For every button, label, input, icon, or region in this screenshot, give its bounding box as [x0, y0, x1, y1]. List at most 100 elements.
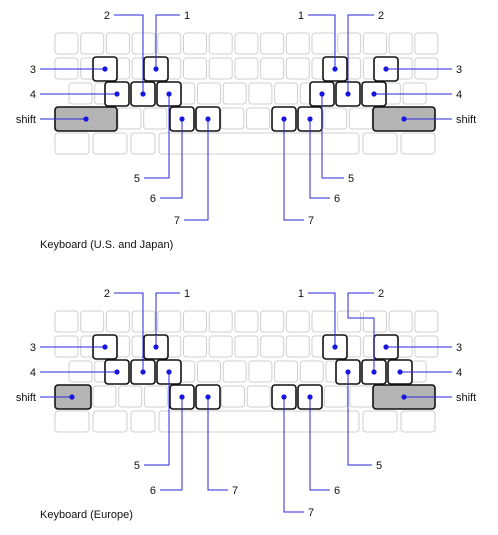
key-r3-5 [221, 385, 245, 408]
label-right-4: 4 [456, 367, 462, 379]
callout-dot-left-3 [102, 344, 108, 350]
label-top-left-1: 1 [184, 10, 190, 22]
key-r0-5 [183, 32, 207, 55]
callout-dot-top-left-1 [153, 66, 159, 72]
key-r0-3 [131, 32, 156, 55]
callout-dot-top-right-2 [371, 369, 377, 375]
key-r4-4 [362, 132, 398, 155]
callout-line-top-right-1 [308, 292, 336, 347]
key-r4-5 [400, 132, 436, 155]
label-right-3: 3 [456, 342, 462, 354]
label-top-right-2: 2 [378, 10, 384, 22]
key-r0-13 [388, 310, 413, 333]
key-r4-1 [92, 410, 128, 433]
key-r4-1 [92, 132, 128, 155]
label-top-right-2: 2 [378, 288, 384, 300]
callout-line-bottom-right-7 [283, 119, 304, 221]
key-r2-7 [248, 82, 273, 105]
callout-line-top-right-2 [347, 292, 375, 372]
key-r1-9 [285, 57, 310, 80]
callout-dot-right-4 [397, 369, 403, 375]
label-left-3: 3 [30, 64, 36, 76]
key-r0-2 [105, 32, 130, 55]
callout-dot-left-3 [102, 66, 108, 72]
label-left-shift: shift [16, 392, 36, 404]
key-r0-10 [311, 310, 336, 333]
key-r2-7 [248, 360, 273, 383]
label-bottom-right-7: 7 [308, 215, 314, 227]
callout-line-bottom-left-5 [144, 94, 170, 179]
key-r2-5 [197, 82, 221, 105]
key-r0-11 [337, 32, 362, 55]
key-r0-1 [80, 310, 105, 333]
key-r0-6 [208, 32, 233, 55]
callout-dot-right-3 [383, 66, 389, 72]
key-r0-8 [260, 32, 285, 55]
key-r4-2 [130, 410, 156, 433]
label-bottom-left-5: 5 [134, 460, 140, 472]
label-bottom-right-6: 6 [334, 485, 340, 497]
key-r2-6 [222, 82, 247, 105]
key-r1-9 [285, 335, 310, 358]
callout-line-bottom-right-5 [347, 372, 372, 466]
key-r0-14 [414, 310, 439, 333]
label-left-3: 3 [30, 342, 36, 354]
callout-dot-top-right-1 [332, 66, 338, 72]
callout-line-bottom-left-6 [160, 119, 183, 199]
callout-line-bottom-left-7 [207, 397, 228, 491]
callout-dot-right-3 [383, 344, 389, 350]
key-r2-5 [197, 360, 221, 383]
key-r0-9 [285, 32, 310, 55]
key-r1-6 [208, 335, 233, 358]
label-top-right-1: 1 [298, 10, 304, 22]
key-r4-3 [158, 132, 360, 155]
callout-dot-top-right-1 [332, 344, 338, 350]
key-r3-0 [117, 107, 142, 130]
key-r0-4 [157, 310, 182, 333]
callout-dot-bottom-right-6 [307, 394, 313, 400]
callout-dot-bottom-right-7 [281, 116, 287, 122]
label-bottom-right-5: 5 [348, 173, 354, 185]
label-bottom-right-6: 6 [334, 193, 340, 205]
label-top-right-1: 1 [298, 288, 304, 300]
label-bottom-left-7: 7 [232, 485, 238, 497]
key-r2-8 [274, 82, 299, 105]
label-right-4: 4 [456, 89, 462, 101]
key-r3-1 [118, 385, 143, 408]
key-r3-6 [246, 385, 271, 408]
callout-dot-top-left-1 [153, 344, 159, 350]
callout-line-bottom-left-7 [184, 119, 209, 221]
callout-line-top-left-2 [114, 14, 144, 94]
key-r2-9 [299, 360, 324, 383]
callout-dot-bottom-left-6 [179, 394, 185, 400]
callout-dot-bottom-left-5 [166, 369, 172, 375]
callout-dot-bottom-right-6 [307, 116, 313, 122]
key-r0-7 [234, 310, 259, 333]
key-r3-9 [323, 385, 348, 408]
callout-dot-right-shift [401, 116, 407, 122]
label-top-left-2: 2 [104, 10, 110, 22]
key-r4-0 [54, 410, 90, 433]
key-r2-6 [222, 360, 247, 383]
callout-dot-left-4 [114, 91, 120, 97]
key-r3-1 [143, 107, 168, 130]
callout-dot-bottom-left-5 [166, 91, 172, 97]
key-r0-10 [311, 32, 336, 55]
callout-dot-left-shift [69, 394, 75, 400]
key-r4-4 [362, 410, 398, 433]
callout-line-bottom-right-6 [309, 119, 330, 199]
key-r0-2 [105, 310, 130, 333]
key-r1-8 [260, 335, 285, 358]
label-right-shift: shift [456, 114, 476, 126]
label-top-left-2: 2 [104, 288, 110, 300]
label-bottom-right-7: 7 [308, 507, 314, 519]
label-bottom-left-6: 6 [150, 485, 156, 497]
key-r1-5 [183, 335, 207, 358]
key-r0-12 [362, 310, 387, 333]
callout-line-top-left-2 [114, 292, 144, 372]
caption-us-japan: Keyboard (U.S. and Japan) [40, 239, 173, 251]
callout-dot-left-shift [83, 116, 89, 122]
key-r4-5 [400, 410, 436, 433]
key-r0-11 [337, 310, 362, 333]
